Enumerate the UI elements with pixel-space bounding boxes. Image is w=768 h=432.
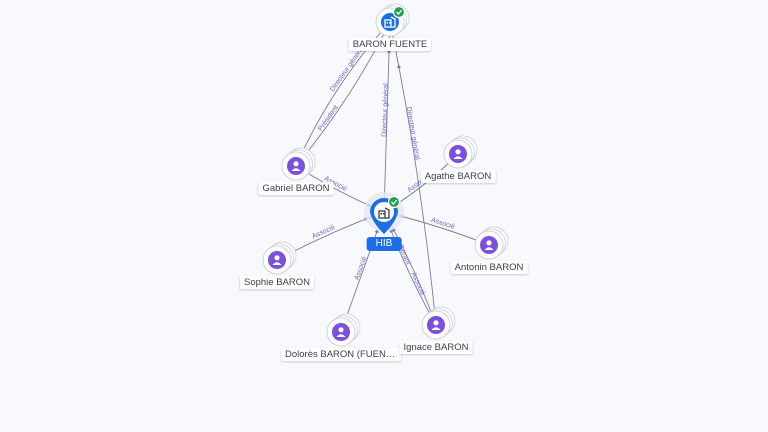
nodes-layer <box>262 3 509 347</box>
person-node-gabriel[interactable] <box>281 147 316 181</box>
hub-node-label[interactable]: HIB <box>366 237 402 251</box>
verified-check-icon <box>387 195 401 209</box>
edge-label-hub-company: Directeur général <box>381 83 390 137</box>
company-node[interactable] <box>375 3 410 37</box>
person-node-agathe[interactable] <box>443 135 478 169</box>
person-node-label-agathe[interactable]: Agathe BARON <box>420 170 496 183</box>
person-node-label-sophie[interactable]: Sophie BARON <box>239 276 315 289</box>
edge-gabriel-company <box>295 21 391 167</box>
person-icon <box>480 236 498 254</box>
person-node-label-antonin[interactable]: Antonin BARON <box>450 261 528 274</box>
person-node-label-dolores[interactable]: Dolorès BARON (FUENT... <box>281 348 401 361</box>
person-icon <box>268 251 286 269</box>
edge-label-ignace-hub-2: Associé <box>410 271 426 296</box>
verified-check-icon <box>392 5 406 19</box>
building-icon <box>384 16 396 28</box>
person-icon <box>427 316 445 334</box>
person-node-sophie[interactable] <box>262 241 297 275</box>
person-icon <box>287 157 305 175</box>
edge-label-dolores-hub: Associé <box>354 256 369 282</box>
person-node-dolores[interactable] <box>326 313 361 347</box>
company-node-label[interactable]: BARON FUENTE <box>348 38 432 51</box>
edge-label-sophie-hub: Associé <box>311 224 336 241</box>
person-node-antonin[interactable] <box>474 226 509 260</box>
edge-arrow-ignace-company <box>397 64 402 69</box>
person-node-ignace[interactable] <box>421 306 456 340</box>
edge-label-ignace-company: Directeur général <box>405 106 421 161</box>
edge-label-gabriel-company: Directeur général <box>329 45 366 93</box>
edge-label-gabriel-company-2: Président <box>317 104 340 132</box>
building-icon <box>378 207 390 219</box>
person-node-label-ignace[interactable]: Ignace BARON <box>399 341 473 354</box>
hub-node[interactable] <box>364 192 404 234</box>
person-node-label-gabriel[interactable]: Gabriel BARON <box>258 182 334 195</box>
edge-ignace-company <box>389 21 437 326</box>
person-icon <box>332 323 350 341</box>
person-icon <box>449 145 467 163</box>
